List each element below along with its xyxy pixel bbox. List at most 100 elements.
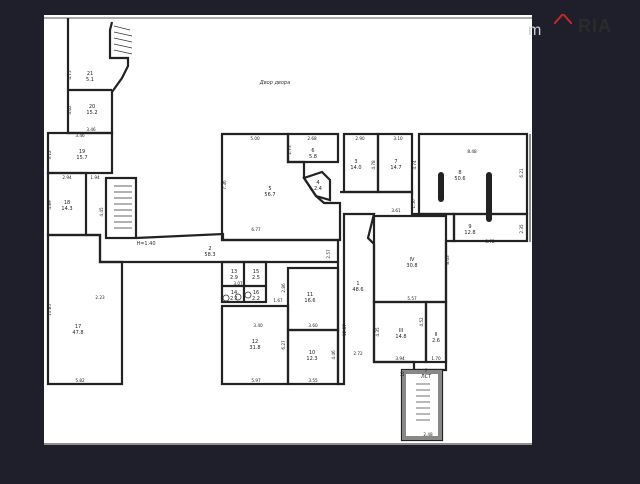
stair-bottom-steps: [416, 383, 430, 421]
dim: 4.46: [331, 350, 336, 360]
dim: 3.60: [308, 323, 318, 328]
room-12-area: 31.8: [249, 345, 260, 351]
room-8-area: 50.6: [454, 176, 465, 182]
room-16-area: 2.2: [252, 296, 260, 302]
wall-stair-left: [104, 176, 138, 240]
dim: 3.10: [393, 136, 403, 141]
dim: 8.43: [445, 255, 450, 265]
room-6-num: 6: [311, 148, 314, 154]
dim: 2.68: [307, 136, 317, 141]
dim: 2.23: [95, 295, 105, 300]
walls: [46, 18, 529, 442]
room-10-area: 12.3: [306, 356, 317, 362]
room-17-num: 17: [75, 324, 81, 330]
room-9-area: 12.8: [464, 230, 475, 236]
room-7-area: 14.7: [390, 165, 401, 171]
dim: 5.00: [250, 136, 260, 141]
room-4-area: 2.4: [314, 186, 322, 192]
room-1-area: 48.6: [352, 287, 363, 293]
room-19-num: 19: [79, 149, 85, 155]
room-6-area: 5.8: [309, 154, 317, 160]
ria-logo-text: RIA: [578, 16, 612, 36]
dim: 3.55: [308, 378, 318, 383]
room-21-area: 5.1: [86, 77, 94, 83]
room-20-area: 15.2: [86, 110, 97, 116]
wall-room-II: [424, 300, 448, 364]
room-8-num: 8: [458, 170, 461, 176]
roof-icon: [554, 13, 572, 24]
dim: 10: [400, 371, 405, 377]
dim: 1.67: [273, 298, 283, 303]
dim: 3.46: [86, 127, 96, 132]
dim: 4.52: [419, 317, 424, 327]
dim: 6.21: [519, 168, 524, 178]
dim: 2.35: [519, 224, 524, 234]
watermark: m RIA: [528, 13, 640, 46]
room-18-area: 14.3: [61, 206, 72, 212]
dim: 2.48: [423, 432, 433, 437]
dim: 3.40: [253, 323, 263, 328]
wall-room-6: [286, 132, 340, 164]
room-18-num: 18: [64, 200, 70, 206]
dim: 11.85: [47, 304, 52, 316]
dim: 4.74: [412, 160, 417, 170]
dim: 4.02: [67, 105, 72, 115]
room-2-num: 2: [208, 246, 211, 252]
dim: 3.12: [47, 150, 52, 160]
room-12-num: 12: [252, 339, 258, 345]
room-13-num: 13: [231, 269, 237, 275]
room-14-area: 2.1: [230, 296, 238, 302]
room-14-num: 14: [231, 290, 237, 296]
dim: 1.94: [90, 175, 100, 180]
room-20-num: 20: [89, 104, 95, 110]
room-9-num: 9: [468, 224, 471, 230]
dim: 2.86: [281, 283, 286, 293]
dim: 5.57: [407, 296, 417, 301]
courtyard-label: Двор двора: [259, 80, 290, 86]
room-IV-area: 30.8: [406, 263, 417, 269]
room-5-num: 5: [268, 186, 271, 192]
room-III-area: 14.8: [395, 334, 406, 340]
room-III-num: III: [399, 328, 403, 334]
dim: 2.94: [62, 175, 72, 180]
room-11-area: 16.6: [304, 298, 315, 304]
room-16-num: 16: [253, 290, 259, 296]
dim: 2.57: [326, 249, 331, 259]
dim: 1.70: [431, 356, 441, 361]
room-10-num: 10: [309, 350, 315, 356]
watermark-fragment: m: [528, 22, 542, 39]
room-4-num: 4: [316, 180, 319, 186]
dim: 6.77: [251, 227, 261, 232]
stair-top-steps: [113, 25, 133, 55]
room-I-area: ЛСТ: [421, 374, 432, 380]
room-19-area: 15.7: [76, 155, 87, 161]
dim: 2.90: [355, 136, 365, 141]
pillar-a: [438, 172, 444, 202]
room-15-area: 2.5: [252, 275, 260, 281]
stair-left-steps: [114, 185, 132, 229]
dim: 4.78: [371, 160, 376, 170]
dim: 2.73: [287, 145, 292, 155]
dim: 6.27: [281, 340, 286, 350]
room-II-num: II: [435, 332, 438, 338]
dim: 5.72: [485, 239, 495, 244]
door-marks: [222, 291, 252, 302]
dim: 4.89: [47, 200, 52, 210]
dim: 5.97: [251, 378, 261, 383]
dimension-labels: 4.75 4.02 3.46 3.46 3.12 2.94 1.94 4.89 …: [47, 70, 524, 437]
wall-room-4: [302, 170, 332, 202]
room-1-num: 1: [356, 281, 359, 287]
ria-logo: RIA: [554, 13, 612, 37]
dim: 8.48: [467, 149, 477, 154]
room-11-num: 11: [307, 292, 313, 298]
dim: 2.72: [353, 351, 363, 356]
room-15-num: 15: [253, 269, 259, 275]
dim: 5.82: [75, 378, 85, 383]
dim: 3.46: [75, 133, 85, 138]
room-3-area: 14.0: [350, 165, 361, 171]
room-13-area: 2.9: [230, 275, 238, 281]
pillar-b: [486, 172, 492, 222]
